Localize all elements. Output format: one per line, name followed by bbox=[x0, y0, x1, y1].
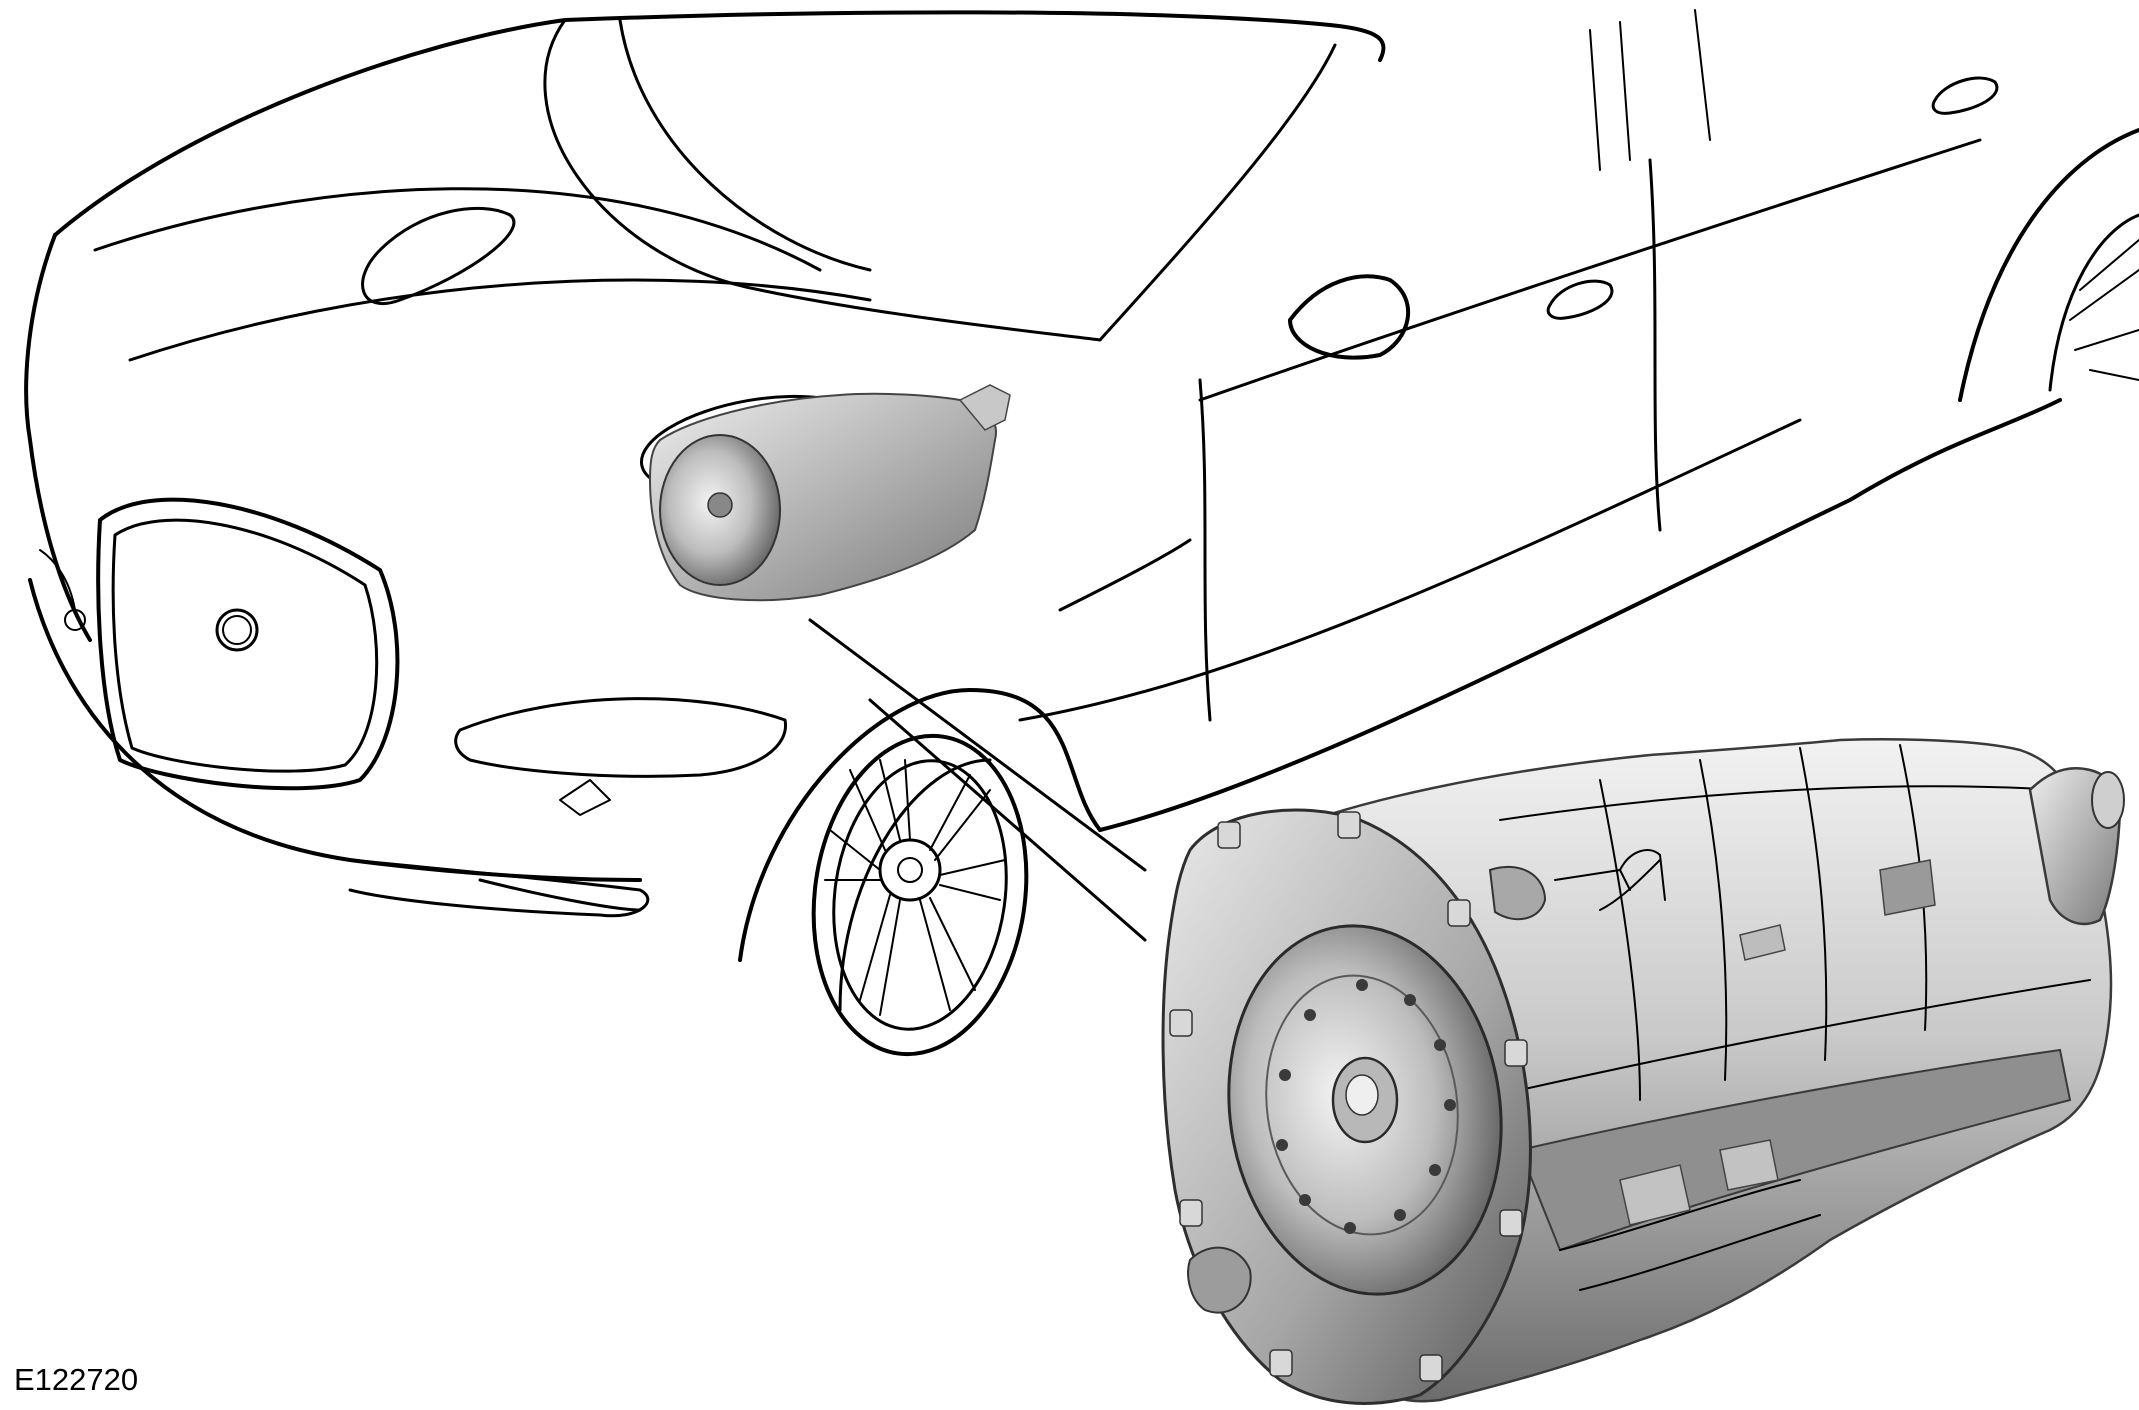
front-bumper bbox=[28, 578, 642, 882]
hood-front-edge bbox=[24, 233, 92, 642]
front-door-edge bbox=[1198, 378, 1212, 722]
rear-door-edge bbox=[1648, 158, 1662, 532]
flexplate-bolt-holes bbox=[1276, 979, 1456, 1234]
transmission-in-vehicle bbox=[639, 384, 1011, 602]
door-handle-front bbox=[1546, 279, 1614, 320]
rear-wheel bbox=[1958, 128, 2139, 402]
automatic-transmission-detail bbox=[1161, 738, 2125, 1405]
roof-line bbox=[53, 10, 1386, 237]
headlamp bbox=[454, 697, 788, 778]
side-marker bbox=[1058, 538, 1192, 612]
hood-scoop bbox=[361, 206, 516, 306]
car-outline-illustration bbox=[24, 9, 2139, 1057]
front-wheel-arch bbox=[738, 688, 1102, 962]
front-wheel bbox=[811, 733, 1029, 1057]
body-side-line bbox=[1098, 398, 2062, 832]
transmission-location-callout bbox=[808, 618, 1147, 942]
side-mirror bbox=[1288, 274, 1410, 360]
door-handle-rear bbox=[1931, 76, 1999, 115]
flange-bolts bbox=[1169, 811, 1528, 1382]
grille-surround bbox=[96, 497, 400, 791]
grille-badge bbox=[215, 608, 259, 652]
windshield-frame bbox=[543, 18, 1337, 342]
figure-id-label: E122720 bbox=[14, 1362, 138, 1397]
